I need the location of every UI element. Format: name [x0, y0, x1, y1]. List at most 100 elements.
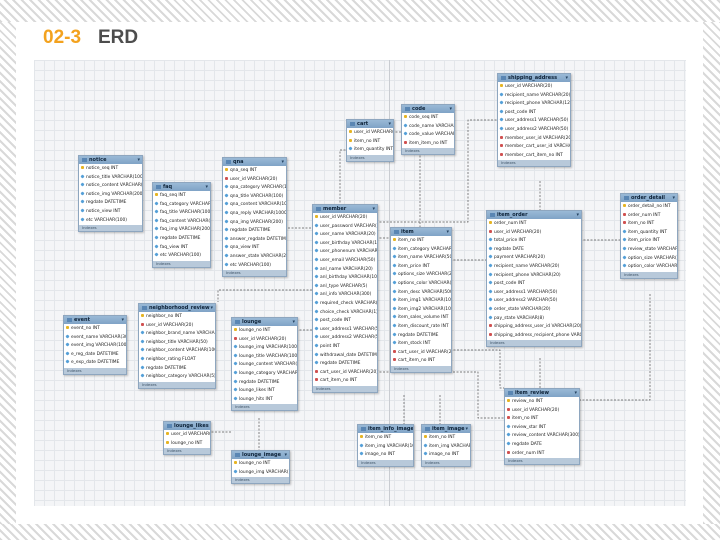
indexes-footer[interactable]: Indexes: [347, 154, 393, 161]
indexes-footer[interactable]: Indexes: [391, 365, 451, 372]
column-row[interactable]: lounge_img VARCHAR(100): [232, 344, 297, 353]
column-row[interactable]: user_id VARCHAR(20): [487, 229, 581, 238]
indexes-footer[interactable]: Indexes: [164, 448, 210, 455]
column-row[interactable]: post_code INT: [313, 317, 377, 326]
column-row[interactable]: regdate DATETIME: [223, 227, 286, 236]
column-row[interactable]: user_address2 VARCHAR(50): [487, 297, 581, 306]
chevron-down-icon[interactable]: ▾: [388, 121, 391, 127]
column-row[interactable]: item_quantity INT: [621, 229, 677, 238]
indexes-footer[interactable]: Indexes: [498, 160, 570, 167]
column-row[interactable]: item_price INT: [391, 263, 451, 272]
column-row[interactable]: answer_state VARCHAR(20): [223, 253, 286, 262]
column-row[interactable]: user_address1 VARCHAR(50): [487, 289, 581, 298]
column-row[interactable]: user_id VARCHAR(20): [223, 176, 286, 185]
chevron-down-icon[interactable]: ▾: [292, 319, 295, 325]
column-row[interactable]: choice_check VARCHAR(1): [313, 308, 377, 318]
column-row[interactable]: qna_category VARCHAR(10): [223, 184, 286, 193]
chevron-down-icon[interactable]: ▾: [205, 184, 208, 190]
column-row[interactable]: item_no INT: [358, 434, 413, 443]
column-row[interactable]: item_price INT: [621, 237, 677, 246]
column-row[interactable]: etc VARCHAR(100): [153, 252, 210, 261]
chevron-down-icon[interactable]: ▾: [284, 452, 287, 458]
column-row[interactable]: lounge_no INT: [232, 327, 297, 336]
table-header[interactable]: lounge_likes▾: [164, 422, 210, 430]
column-row[interactable]: neighbor_category VARCHAR(5): [139, 373, 215, 382]
column-row[interactable]: regdate DATETIME: [139, 364, 215, 374]
column-row[interactable]: neighbor_content VARCHAR(1000): [139, 347, 215, 356]
column-row[interactable]: recipient_phone VARCHAR(20): [487, 271, 581, 281]
column-row[interactable]: code_value VARCHAR(20): [402, 131, 454, 140]
column-row[interactable]: regdate DATE: [487, 246, 581, 255]
table-header[interactable]: neighborhood_review▾: [139, 304, 215, 312]
indexes-footer[interactable]: Indexes: [487, 340, 581, 347]
indexes-footer[interactable]: Indexes: [232, 404, 297, 411]
column-row[interactable]: shipping_address_recipient_phone VARCHAR…: [487, 332, 581, 341]
column-row[interactable]: item_stock INT: [391, 340, 451, 349]
column-row[interactable]: user_id VARCHAR(20): [164, 431, 210, 440]
table-lounge-likes[interactable]: lounge_likes▾user_id VARCHAR(20)lounge_n…: [163, 421, 211, 456]
column-row[interactable]: payment VARCHAR(20): [487, 254, 581, 263]
column-row[interactable]: user_id VARCHAR(20): [139, 322, 215, 331]
column-row[interactable]: member_user_id VARCHAR(20): [498, 135, 570, 144]
column-row[interactable]: regdate DATETIME: [391, 331, 451, 341]
column-row[interactable]: faq_content VARCHAR(1000): [153, 218, 210, 227]
column-row[interactable]: notice_img VARCHAR(200): [79, 191, 142, 200]
column-row[interactable]: cart_item_no INT: [313, 377, 377, 386]
column-row[interactable]: item_img VARCHAR(100): [358, 442, 413, 452]
indexes-footer[interactable]: Indexes: [422, 459, 470, 466]
column-row[interactable]: faq_category VARCHAR(10): [153, 200, 210, 210]
column-row[interactable]: review_state VARCHAR(20): [621, 246, 677, 255]
column-row[interactable]: cart_user_id VARCHAR(20): [391, 349, 451, 358]
indexes-footer[interactable]: Indexes: [64, 367, 126, 374]
column-row[interactable]: lounge_category VARCHAR(10): [232, 370, 297, 379]
column-row[interactable]: member_cart_user_id VARCHAR(20): [498, 143, 570, 152]
column-row[interactable]: item_quantity INT: [347, 146, 393, 155]
column-row[interactable]: user_id VARCHAR(20): [232, 336, 297, 345]
chevron-down-icon[interactable]: ▾: [137, 157, 140, 163]
column-row[interactable]: answer_regdate DATETIME: [223, 236, 286, 245]
column-row[interactable]: order_detail_no INT: [621, 203, 677, 212]
column-row[interactable]: faq_title VARCHAR(100): [153, 209, 210, 218]
column-row[interactable]: lounge_no INT: [232, 460, 289, 469]
column-row[interactable]: item_discount_rate INT: [391, 323, 451, 332]
table-header[interactable]: code▾: [402, 105, 454, 113]
table-header[interactable]: lounge▾: [232, 318, 297, 326]
chevron-down-icon[interactable]: ▾: [465, 426, 468, 432]
column-row[interactable]: pay_state VARCHAR(8): [487, 314, 581, 324]
column-row[interactable]: options_size VARCHAR(20): [391, 271, 451, 280]
column-row[interactable]: user_birthday VARCHAR(10): [313, 240, 377, 249]
chevron-down-icon[interactable]: ▾: [449, 106, 452, 112]
column-row[interactable]: faq_view INT: [153, 243, 210, 253]
column-row[interactable]: neighbor_rating FLOAT: [139, 356, 215, 365]
column-row[interactable]: item_category VARCHAR(10): [391, 245, 451, 255]
indexes-footer[interactable]: Indexes: [223, 270, 286, 277]
column-row[interactable]: etc VARCHAR(100): [223, 261, 286, 271]
column-row[interactable]: user_id VARCHAR(20): [347, 129, 393, 138]
table-member[interactable]: member▾user_id VARCHAR(20)user_password …: [312, 204, 378, 393]
column-row[interactable]: cart_user_id VARCHAR(20): [313, 369, 377, 378]
column-row[interactable]: user_email VARCHAR(50): [313, 257, 377, 266]
table-header[interactable]: event▾: [64, 316, 126, 324]
table-shipping-address[interactable]: shipping_address▾user_id VARCHAR(20)reci…: [497, 73, 571, 168]
column-row[interactable]: event_no INT: [64, 325, 126, 334]
column-row[interactable]: item_no INT: [621, 220, 677, 229]
chevron-down-icon[interactable]: ▾: [372, 206, 375, 212]
column-row[interactable]: event_name VARCHAR(30): [64, 333, 126, 343]
table-header[interactable]: cart▾: [347, 120, 393, 128]
table-header[interactable]: item_info_image▾: [358, 425, 413, 433]
column-row[interactable]: shipping_address_user_id VARCHAR(20): [487, 323, 581, 332]
column-row[interactable]: order_num INT: [621, 212, 677, 221]
column-row[interactable]: user_id VARCHAR(20): [505, 407, 579, 416]
table-header[interactable]: faq▾: [153, 183, 210, 191]
column-row[interactable]: item_item_no INT: [402, 140, 454, 149]
column-row[interactable]: neighbor_no INT: [139, 313, 215, 322]
column-row[interactable]: item_no INT: [422, 434, 470, 443]
column-row[interactable]: order_state VARCHAR(20): [487, 306, 581, 315]
column-row[interactable]: qna_seq INT: [223, 167, 286, 176]
column-row[interactable]: withdrawal_date DATETIME: [313, 351, 377, 361]
